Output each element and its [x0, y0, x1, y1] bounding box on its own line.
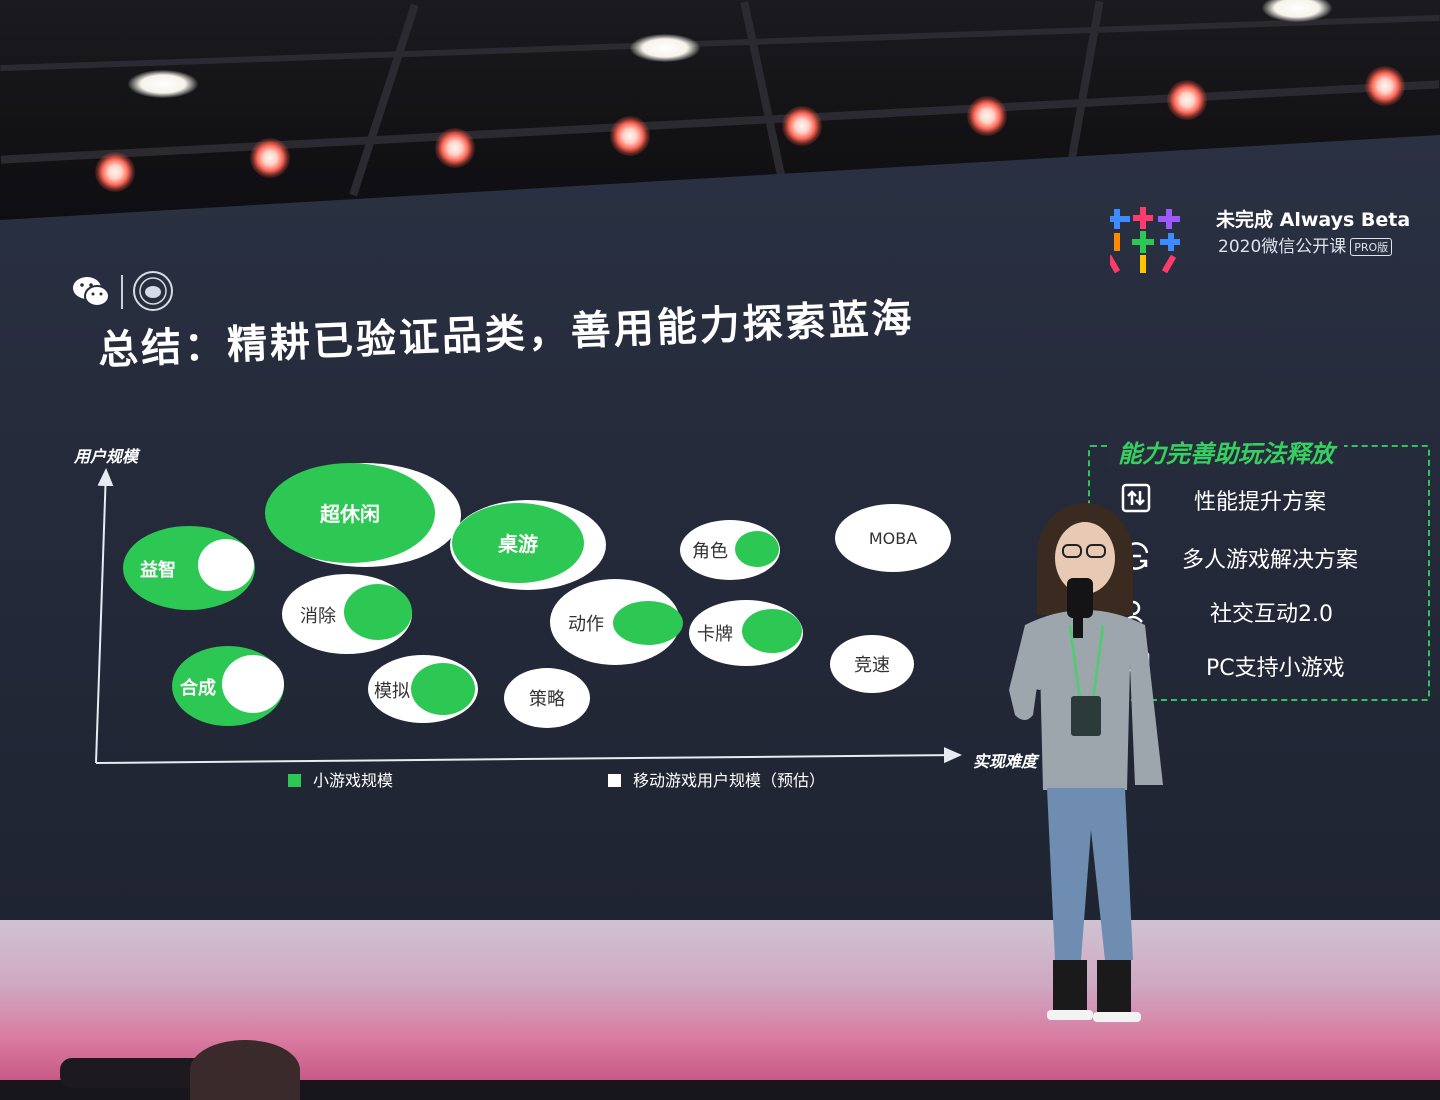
legend-item-mini-game: 小游戏规模 [288, 767, 393, 791]
bubble-moni: 模拟 [368, 655, 478, 723]
bubble-label-jingsu: 竞速 [854, 655, 890, 676]
stage-light [250, 138, 290, 178]
audience-head [190, 1040, 300, 1100]
legend-label: 移动游戏用户规模（预估） [633, 771, 826, 790]
bubble-dongzuo: 动作 [550, 579, 683, 665]
header-divider [121, 275, 123, 309]
ceiling-lamp [128, 70, 198, 98]
speaker-figure [1009, 503, 1163, 1022]
stage-light [1365, 66, 1405, 106]
bubble-label-yizhi: 益智 [140, 559, 176, 581]
bubble-jingsu: 竞速 [830, 635, 914, 693]
stage-light [782, 106, 822, 146]
stage-light [95, 152, 135, 192]
wechat-icon [73, 277, 110, 307]
legend-swatch-white [608, 774, 621, 787]
bubble-label-zhuoyou: 桌游 [498, 532, 538, 556]
bubble-label-juese: 角色 [692, 541, 728, 562]
stage-light [435, 128, 475, 168]
ceiling-lamp [630, 34, 700, 62]
feature-label: 性能提升方案 [1194, 490, 1327, 515]
bubble-label-hecheng: 合成 [180, 677, 216, 699]
feature-label: PC支持小游戏 [1206, 656, 1345, 681]
brand-subtitle-text: 2020微信公开课 [1218, 237, 1347, 257]
bubble-label-xiaochu: 消除 [300, 606, 336, 627]
bubble-label-moni: 模拟 [374, 681, 410, 702]
bubble-label-chaoxiuxian: 超休闲 [319, 502, 380, 526]
y-axis-label: 用户规模 [74, 447, 139, 466]
bubble-celue: 策略 [504, 668, 590, 728]
stage-light [1167, 80, 1207, 120]
brand-logo-icon [1110, 207, 1180, 274]
feature-performance: 性能提升方案 [1120, 478, 1420, 518]
bubble-hecheng: 合成 [172, 646, 284, 726]
feature-label: 多人游戏解决方案 [1182, 548, 1359, 573]
bubble-yizhi: 益智 [123, 526, 255, 610]
legend-item-mobile-game: 移动游戏用户规模（预估） [608, 767, 825, 791]
x-axis-label: 实现难度 [973, 752, 1038, 771]
bubble-label-celue: 策略 [529, 689, 565, 710]
bubble-chaoxiuxian: 超休闲 [265, 463, 461, 567]
brand-title: 未完成 Always Beta [1216, 209, 1411, 231]
stage-light [967, 96, 1007, 136]
bubble-juese: 角色 [680, 520, 780, 580]
legend-swatch-green [288, 774, 301, 787]
bubble-zhuoyou: 桌游 [450, 500, 606, 590]
performance-icon [1121, 483, 1151, 513]
feature-panel-title: 能力完善助玩法释放 [1108, 434, 1344, 469]
bubble-moba: MOBA [835, 504, 951, 572]
ceiling-lamp [1262, 0, 1332, 22]
bubble-label-moba: MOBA [869, 529, 917, 548]
stage-light [610, 116, 650, 156]
seal-logo-icon [133, 271, 173, 311]
y-axis [95, 468, 114, 764]
feature-label: 社交互动2.0 [1210, 602, 1333, 627]
bubble-xiaochu: 消除 [282, 574, 412, 654]
bubble-kapai: 卡牌 [689, 600, 803, 666]
legend-label: 小游戏规模 [313, 771, 394, 790]
bubble-label-kapai: 卡牌 [697, 624, 733, 645]
brand-edition-badge: PRO版 [1350, 238, 1393, 256]
x-axis [95, 747, 962, 764]
bubble-label-dongzuo: 动作 [568, 614, 604, 635]
